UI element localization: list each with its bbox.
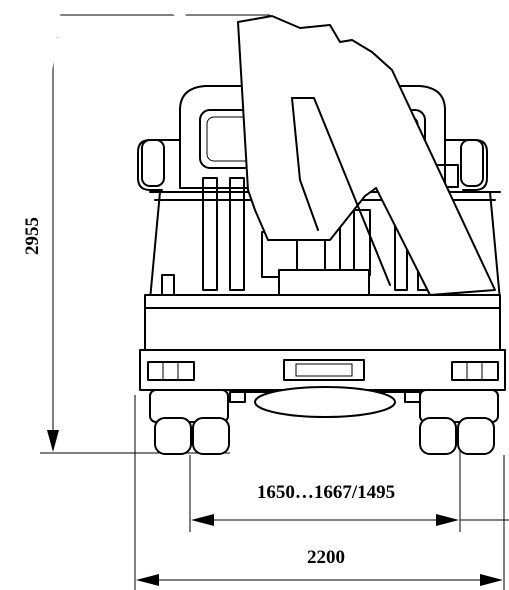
crane-boom-edge: [291, 97, 391, 286]
wheel-right-outer: [457, 417, 495, 455]
wheels-right: [419, 389, 499, 455]
track-dimension: 1650…1667/1495: [189, 448, 509, 532]
height-arrow-bottom: [47, 430, 59, 452]
width-dimension: 2200: [134, 395, 505, 590]
wheel-left-inner: [192, 417, 230, 455]
height-dimension: 2955: [22, 14, 270, 454]
differential: [254, 386, 396, 418]
mirror-left: [141, 139, 165, 187]
crane-boom: [237, 15, 496, 296]
license-plate: [283, 359, 365, 381]
wheel-right-inner: [419, 417, 457, 455]
truck-front-view: [137, 15, 506, 455]
cab-body: [179, 85, 446, 189]
headlight-right: [451, 361, 499, 381]
track-arrow-right: [436, 514, 459, 526]
width-label: 2200: [307, 547, 345, 568]
width-arrow-left: [136, 574, 159, 586]
wheels-left: [149, 389, 230, 455]
body-side-walls: [149, 191, 501, 301]
wheel-left-outer: [154, 417, 192, 455]
width-arrow-right: [480, 574, 503, 586]
mirror-right: [460, 139, 484, 187]
track-label: 1650…1667/1495: [257, 482, 395, 503]
track-arrow-left: [191, 514, 214, 526]
height-label: 2955: [22, 217, 43, 255]
cargo-platform: [144, 294, 501, 351]
crane-boom-inner-edge: [291, 97, 319, 231]
watermark-strokes: [0, 0, 189, 184]
headlight-left: [147, 361, 195, 381]
